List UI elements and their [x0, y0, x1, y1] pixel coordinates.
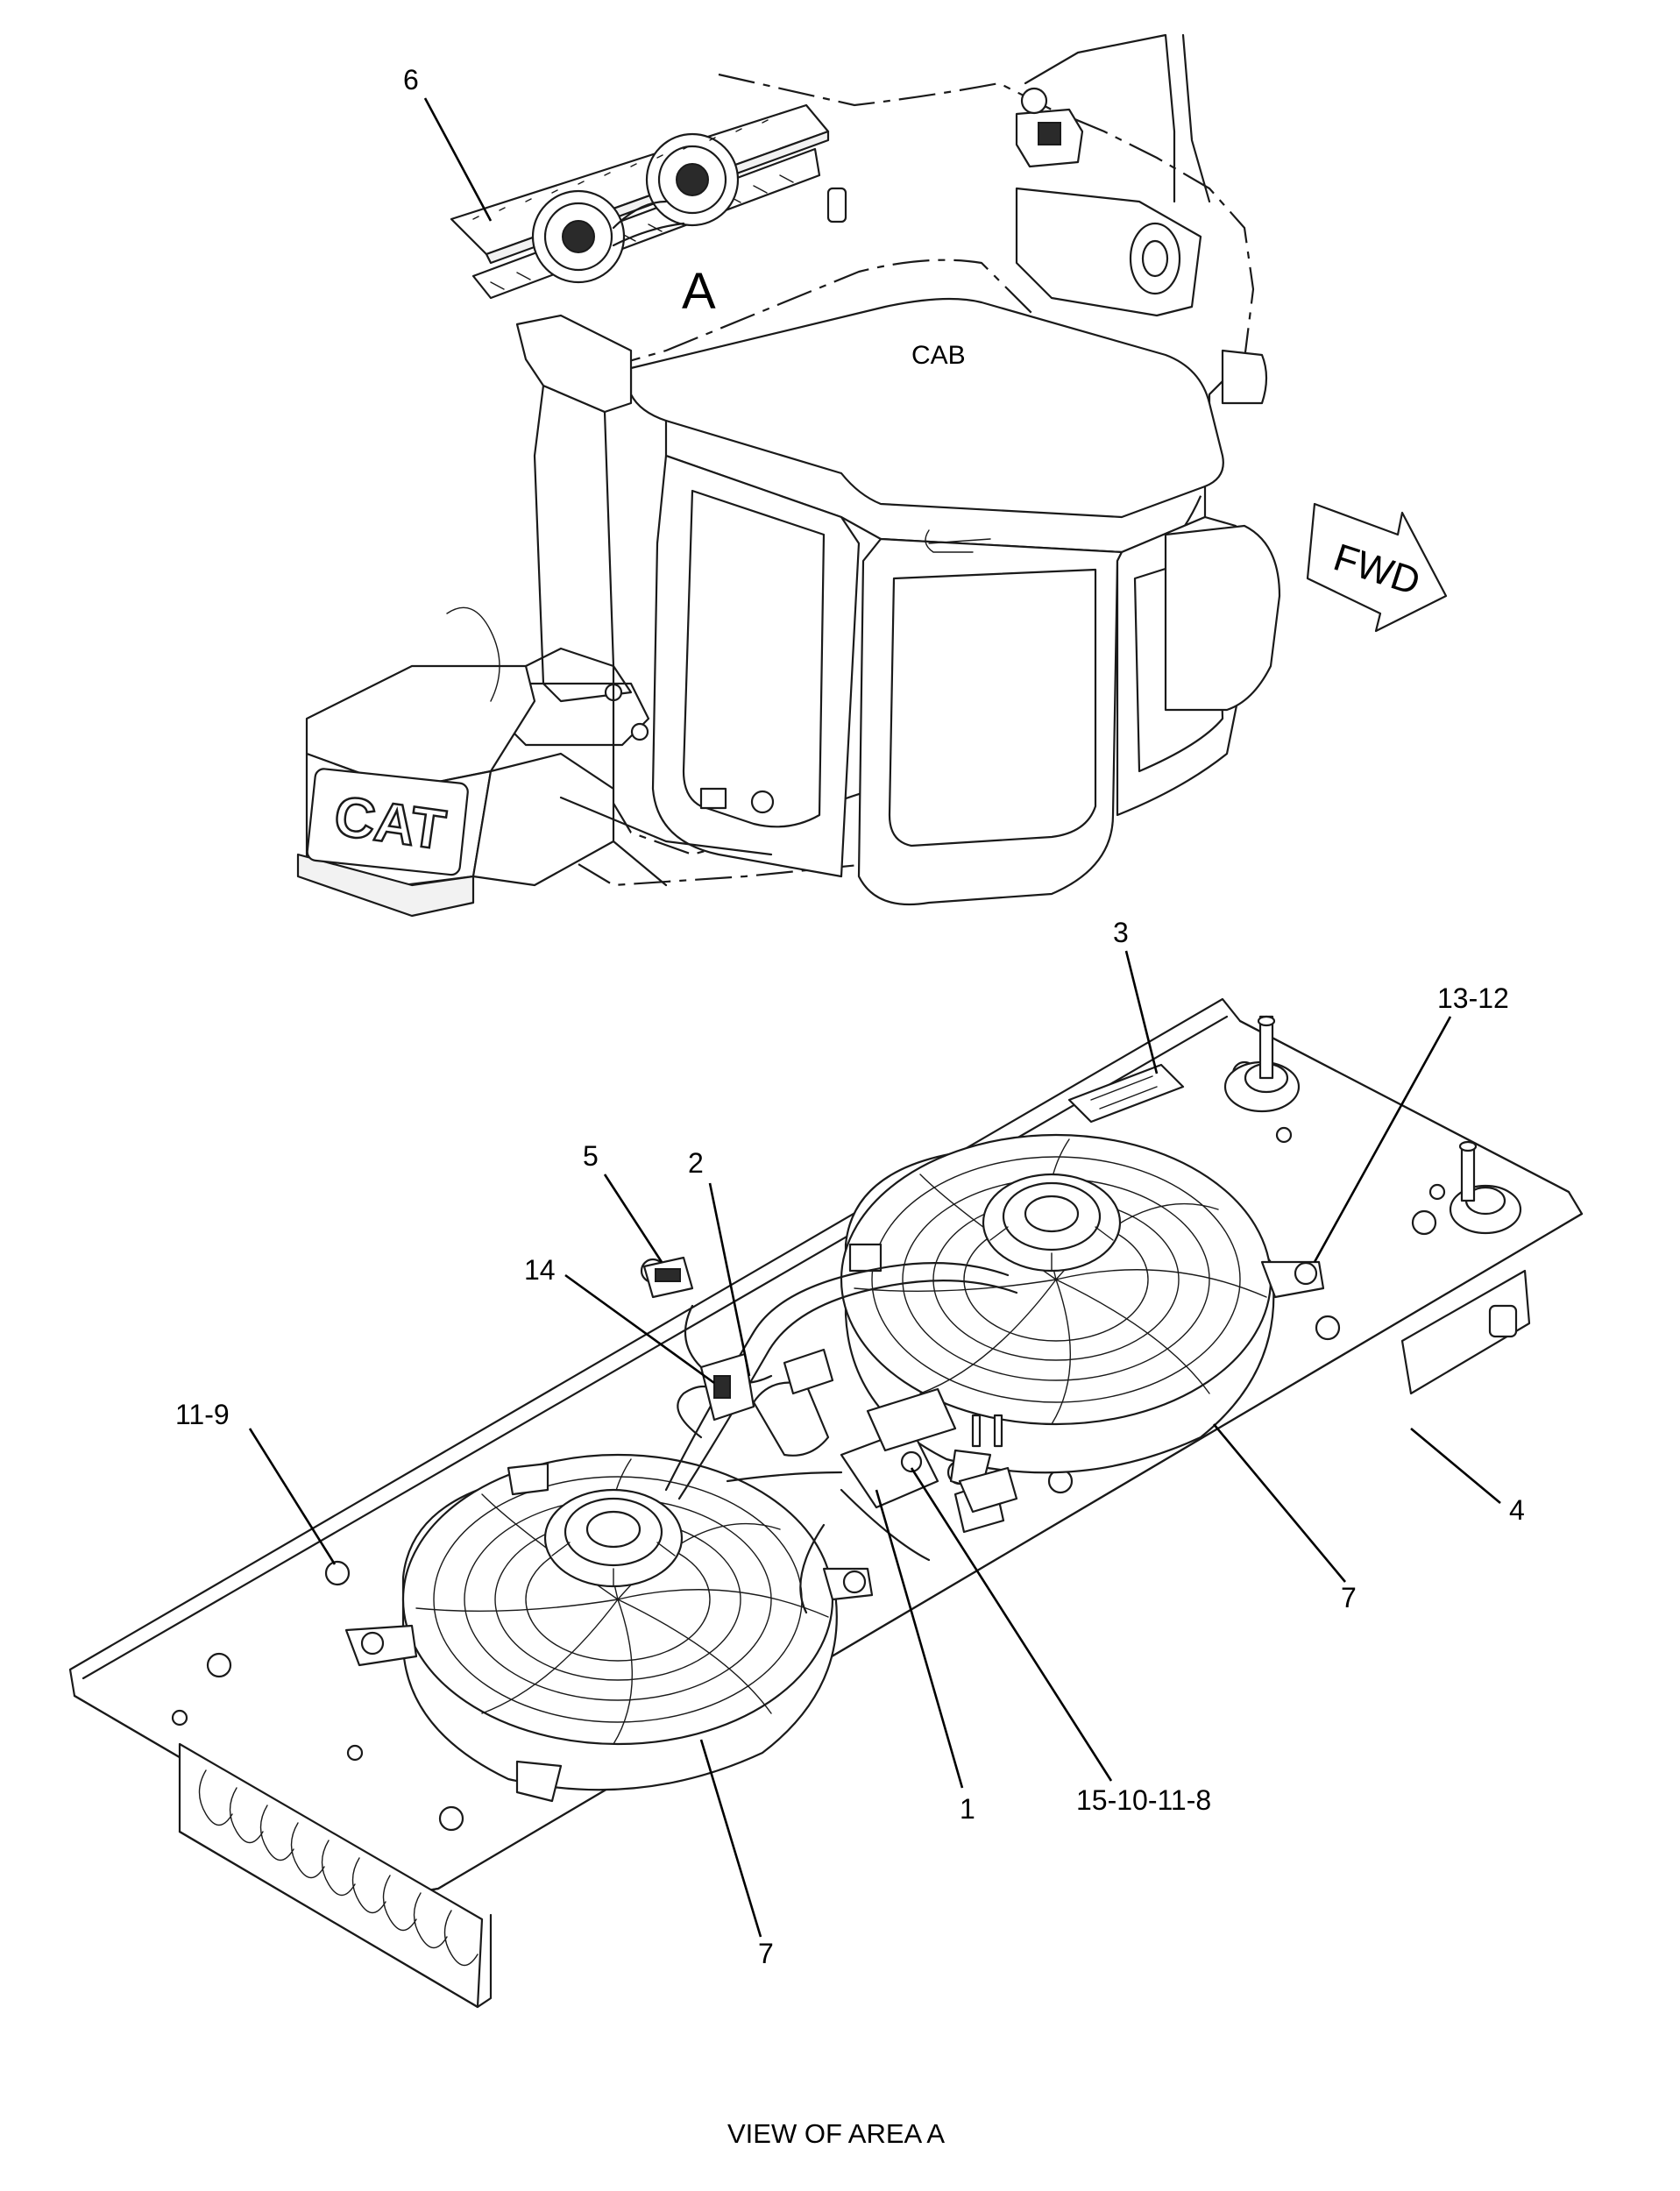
- cab-body-left: [651, 454, 861, 878]
- hanger-block: [1038, 122, 1061, 145]
- fwd-arrow-shape: [1306, 502, 1448, 633]
- cat-logo-panel: [306, 768, 469, 876]
- leader-3: [1124, 950, 1159, 1074]
- fan-motor: [676, 163, 709, 196]
- wiring-harness: [664, 1262, 1018, 1614]
- area-a-label: A: [682, 263, 716, 320]
- callout-15-10-11-8: 15-10-11-8: [1076, 1784, 1211, 1816]
- leader-15-10-11-8: [910, 1467, 1113, 1782]
- fuse-holder: [752, 1381, 830, 1457]
- fuse-connector: [783, 1348, 834, 1395]
- leader-13-12: [1313, 1016, 1452, 1263]
- leader-11-9: [248, 1428, 337, 1565]
- mounting-stud-side: [1449, 1140, 1522, 1235]
- mount: [750, 790, 775, 814]
- view-title: VIEW OF AREA A: [727, 2118, 945, 2149]
- condenser-fan-right-detail: [840, 1133, 1325, 1492]
- terminal-post: [993, 1414, 1003, 1448]
- engine-hood-side: [471, 752, 615, 887]
- condenser-fan-left-detail: [344, 1453, 874, 1803]
- rear-light: [1221, 349, 1268, 405]
- left-pillar: [533, 384, 633, 703]
- hanger-ring: [1020, 87, 1048, 115]
- connector: [699, 787, 727, 810]
- connector-latch: [655, 1268, 681, 1282]
- leader-7-right: [1213, 1423, 1346, 1583]
- rear-fender-right: [1164, 524, 1281, 712]
- cab-label: CAB: [911, 341, 966, 370]
- callout-2: 2: [688, 1147, 704, 1179]
- cab-window-left: [682, 489, 826, 828]
- leader-7-left: [699, 1739, 762, 1938]
- cab-window-right: [1133, 550, 1224, 773]
- callout-5: 5: [583, 1140, 599, 1172]
- decal-text-lines: [1090, 1075, 1158, 1110]
- condenser-detail-view: [68, 997, 1584, 2009]
- coil-bottom: [178, 1830, 493, 2009]
- hvac-blower: [1129, 222, 1181, 295]
- callout-6: 6: [403, 64, 419, 96]
- harness-clip: [900, 1450, 923, 1473]
- hood-detail: [524, 647, 615, 791]
- connector-plug: [958, 1466, 1018, 1514]
- relay-body: [713, 1375, 731, 1399]
- bolt: [630, 722, 649, 741]
- leader-4: [1410, 1428, 1501, 1504]
- fan-mount-ear: [515, 1760, 563, 1803]
- callout-4: 4: [1509, 1494, 1525, 1526]
- leader-14: [564, 1273, 715, 1385]
- hood-wiring: [446, 606, 500, 702]
- leader-6: [423, 97, 493, 222]
- cab-window-front: [888, 568, 1097, 847]
- roof-condenser-assembly: [450, 103, 830, 300]
- hanger-rod-2: [1181, 33, 1211, 203]
- leader-1: [875, 1489, 964, 1789]
- underside-fitting: [1488, 1304, 1518, 1338]
- callout-1: 1: [960, 1793, 975, 1825]
- callout-14: 14: [524, 1254, 556, 1286]
- forward-arrow: FWD: [1306, 502, 1448, 633]
- cab-side-rail: [928, 538, 991, 544]
- condenser-hose: [612, 200, 685, 247]
- main-connector-2: [866, 1387, 957, 1452]
- coil-loops: [198, 1769, 478, 1967]
- cab-phantom-inner: [604, 259, 1070, 370]
- pillar-top-duct: [515, 314, 633, 414]
- roof-post: [826, 187, 847, 223]
- machine-overview: CAT: [296, 33, 1281, 918]
- plate-lip-right: [1238, 1019, 1570, 1194]
- callout-13-12: 13-12: [1437, 982, 1509, 1014]
- fan-guard: [543, 202, 613, 272]
- fan-mount-ear: [848, 1243, 883, 1273]
- callout-3: 3: [1113, 917, 1129, 948]
- leader-2: [708, 1182, 751, 1377]
- lower-frame: [559, 796, 773, 887]
- decal-label: [1067, 1063, 1185, 1124]
- leader-5: [603, 1173, 663, 1263]
- callout-7-left: 7: [758, 1938, 774, 1969]
- condenser-base-plate: [68, 997, 1584, 1895]
- mounting-stud-rear: [1223, 1015, 1301, 1113]
- callout-7-right: 7: [1341, 1582, 1357, 1613]
- cab-phantom-bottom: [525, 832, 1000, 887]
- callout-11-9: 11-9: [175, 1399, 230, 1430]
- terminal-post: [971, 1414, 982, 1448]
- cab-body-front: [857, 537, 1124, 906]
- condenser-rivets: [472, 119, 769, 220]
- fan-mount-ear: [507, 1462, 549, 1496]
- cab-handle: [925, 529, 974, 553]
- plate-lip-back: [82, 1015, 1229, 1680]
- rear-bumper: [296, 853, 475, 918]
- hanger-rod: [1024, 33, 1176, 203]
- hvac-blower-hub: [1141, 239, 1169, 278]
- underside-bracket-right: [1400, 1269, 1531, 1395]
- fan-motor: [562, 220, 595, 253]
- fan-guard: [657, 145, 727, 215]
